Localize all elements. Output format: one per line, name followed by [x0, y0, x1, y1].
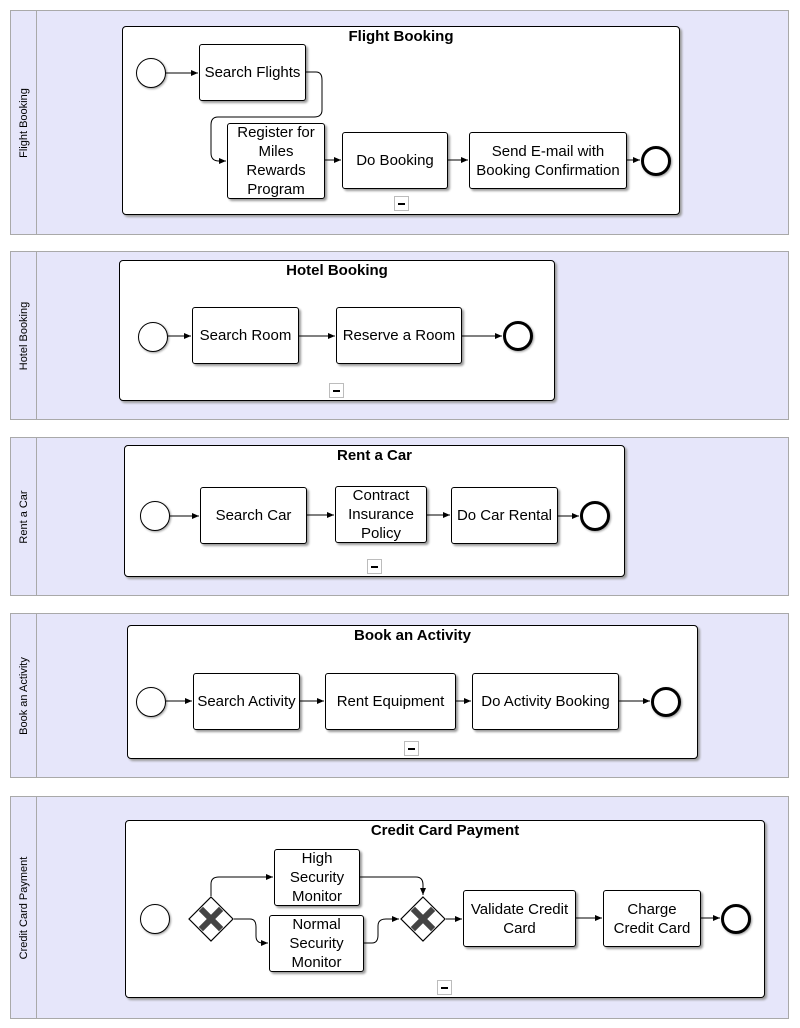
lane-header[interactable]: Credit Card Payment — [11, 797, 37, 1018]
task-label: Search Room — [199, 327, 292, 344]
task-label: Reserve a Room — [342, 327, 456, 344]
task-label: Rent Equipment — [336, 693, 445, 710]
task-label: Search Activity — [197, 693, 296, 710]
task-search-room[interactable]: Search Room — [192, 307, 299, 364]
subprocess-title: Hotel Booking — [286, 262, 388, 279]
task-label-line: Program — [247, 181, 305, 198]
subprocess-title: Rent a Car — [336, 447, 413, 464]
task-label-line: Send E-mail with — [491, 142, 605, 160]
lane-label: Book an Activity — [18, 656, 30, 735]
subprocess-title: Flight Booking — [348, 28, 454, 45]
task-rent-equipment[interactable]: Rent Equipment — [325, 673, 456, 730]
lane-header[interactable]: Rent a Car — [11, 438, 37, 595]
task-label: Search Flights — [204, 64, 301, 81]
lane-header[interactable]: Book an Activity — [11, 614, 37, 777]
task-send-email[interactable]: Send E-mail with Booking Confirmation — [469, 132, 627, 189]
lane-label: Credit Card Payment — [18, 856, 30, 959]
task-label-line: Security — [289, 869, 345, 886]
task-label-line: Booking Confirmation — [476, 161, 620, 179]
collapse-marker[interactable] — [404, 741, 419, 756]
task-label-line: High — [301, 850, 333, 867]
task-search-car[interactable]: Search Car — [200, 487, 307, 544]
task-label-line: Normal — [292, 916, 341, 933]
end-event[interactable] — [641, 146, 671, 176]
lane-label: Flight Booking — [18, 87, 30, 158]
end-event[interactable] — [721, 904, 751, 934]
collapse-marker[interactable] — [394, 196, 409, 211]
exclusive-gateway-merge[interactable] — [400, 896, 446, 942]
task-label-line: Card — [503, 919, 536, 937]
task-label: Do Activity Booking — [481, 693, 610, 710]
collapse-marker[interactable] — [367, 559, 382, 574]
start-event[interactable] — [136, 687, 166, 717]
task-do-activity-booking[interactable]: Do Activity Booking — [472, 673, 619, 730]
task-label-line: Register for — [237, 124, 315, 141]
task-label-line: Contract — [352, 487, 410, 504]
task-label-line: Credit Card — [613, 919, 691, 937]
start-event[interactable] — [140, 904, 170, 934]
task-label-line: Charge — [627, 900, 677, 918]
start-event[interactable] — [136, 58, 166, 88]
gateway-x-icon — [400, 896, 446, 942]
gateway-x-icon — [188, 896, 234, 942]
task-label-line: Monitor — [291, 888, 343, 905]
lane-header[interactable]: Flight Booking — [11, 11, 37, 234]
task-do-booking[interactable]: Do Booking — [342, 132, 448, 189]
end-event[interactable] — [651, 687, 681, 717]
task-high-security-monitor[interactable]: High Security Monitor — [274, 849, 360, 906]
task-label-line: Miles — [258, 143, 294, 160]
start-event[interactable] — [140, 501, 170, 531]
lane-header[interactable]: Hotel Booking — [11, 252, 37, 419]
end-event[interactable] — [580, 501, 610, 531]
lane-label: Hotel Booking — [18, 301, 30, 370]
lane-label: Rent a Car — [18, 489, 30, 544]
task-contract-insurance-policy[interactable]: Contract Insurance Policy — [335, 486, 427, 543]
task-label-line: Monitor — [291, 954, 342, 971]
subprocess-title: Book an Activity — [354, 627, 471, 644]
collapse-marker[interactable] — [329, 383, 344, 398]
task-register-miles-rewards[interactable]: Register for Miles Rewards Program — [227, 123, 325, 199]
task-search-activity[interactable]: Search Activity — [193, 673, 300, 730]
start-event[interactable] — [138, 322, 168, 352]
task-label-line: Insurance — [348, 506, 414, 523]
task-label-line: Validate Credit — [470, 900, 569, 918]
task-do-car-rental[interactable]: Do Car Rental — [451, 487, 558, 544]
end-event[interactable] — [503, 321, 533, 351]
task-charge-credit-card[interactable]: Charge Credit Card — [603, 890, 701, 947]
task-label: Do Car Rental — [456, 507, 553, 524]
collapse-marker[interactable] — [437, 980, 452, 995]
exclusive-gateway-split[interactable] — [188, 896, 234, 942]
task-search-flights[interactable]: Search Flights — [199, 44, 306, 101]
task-label-line: Rewards — [246, 162, 306, 179]
task-label-line: Policy — [360, 525, 401, 542]
subprocess-title: Credit Card Payment — [370, 822, 520, 839]
task-label: Search Car — [215, 507, 292, 524]
task-normal-security-monitor[interactable]: Normal Security Monitor — [269, 915, 364, 972]
task-reserve-room[interactable]: Reserve a Room — [336, 307, 462, 364]
task-label: Do Booking — [356, 152, 434, 169]
task-validate-credit-card[interactable]: Validate Credit Card — [463, 890, 576, 947]
task-label-line: Security — [289, 935, 344, 952]
